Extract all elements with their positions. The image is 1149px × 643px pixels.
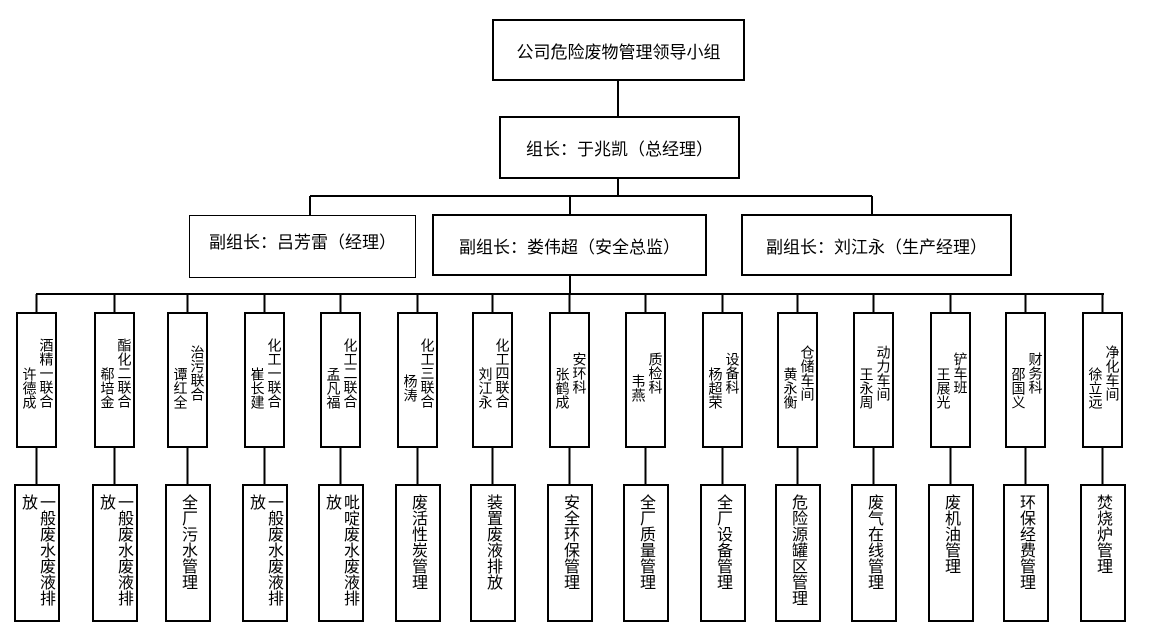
duty-box: 焚烧炉管理 <box>1080 484 1126 622</box>
dept-box: 王展光铲车班 <box>930 312 971 448</box>
dept-name: 化工三联合 <box>418 338 435 408</box>
person-name: 刘江永 <box>476 367 493 409</box>
duty-box: 危险源罐区管理 <box>775 484 821 622</box>
person-name: 韦燕 <box>629 374 646 402</box>
dept-box: 谭红全治污联合 <box>167 312 208 448</box>
person-name: 崔长建 <box>248 367 265 409</box>
duty-text: 全厂设备管理 <box>714 494 733 590</box>
dept-name: 化工一联合 <box>265 338 282 408</box>
person-name: 张鹤成 <box>553 367 570 409</box>
dept-box: 徐立远净化车间 <box>1082 312 1123 448</box>
person-name: 黄永衡 <box>781 367 798 409</box>
dept-box: 杨涛化工三联合 <box>397 312 438 448</box>
duty-box: 吡啶废水废液排放 <box>318 484 364 622</box>
dept-box: 杨超荣设备科 <box>702 312 743 448</box>
duty-box: 装置废液排放 <box>470 484 516 622</box>
person-name: 杨超荣 <box>706 367 723 409</box>
duty-text: 安全环保管理 <box>561 494 580 590</box>
dept-box: 王永周动力车间 <box>853 312 894 448</box>
dept-box: 韦燕质检科 <box>625 312 666 448</box>
dept-name: 治污联合 <box>188 345 205 401</box>
dept-name: 安环科 <box>570 352 587 394</box>
duty-text: 全厂污水管理 <box>179 494 198 590</box>
dept-name: 动力车间 <box>874 345 891 401</box>
person-name: 邵国义 <box>1009 367 1026 409</box>
person-name: 王永周 <box>857 367 874 409</box>
dept-name: 化工二联合 <box>341 338 358 408</box>
leader-label: 组长：于兆凯（总经理） <box>526 140 713 160</box>
top-group-title: 公司危险废物管理领导小组 <box>516 42 721 63</box>
dept-box: 郗培金酯化二联合 <box>94 312 135 448</box>
dept-name: 化工四联合 <box>493 338 510 408</box>
duty-box: 全厂污水管理 <box>165 484 211 622</box>
dept-name: 酒精一联合 <box>37 338 54 408</box>
dept-name: 质检科 <box>646 352 663 394</box>
dept-name: 铲车班 <box>951 352 968 394</box>
person-name: 许德成 <box>20 367 37 409</box>
dept-name: 净化车间 <box>1103 345 1120 401</box>
person-name: 郗培金 <box>98 367 115 409</box>
person-name: 王展光 <box>934 367 951 409</box>
duty-box: 一般废水废液排放 <box>242 484 288 622</box>
person-name: 孟凡福 <box>324 367 341 409</box>
deputy-label-1: 副组长：吕芳雷（经理） <box>209 233 396 253</box>
duty-text: 装置废液排放 <box>484 494 503 590</box>
person-name: 杨涛 <box>401 374 418 402</box>
duty-text: 焚烧炉管理 <box>1094 494 1113 574</box>
dept-box: 崔长建化工一联合 <box>244 312 285 448</box>
deputy-box-2: 副组长：娄伟超（安全总监） <box>432 214 707 276</box>
duty-box: 一般废水废液排放 <box>92 484 138 622</box>
dept-box: 孟凡福化工二联合 <box>320 312 361 448</box>
duty-text: 废机油管理 <box>942 494 961 574</box>
duty-text: 一般废水废液排放 <box>19 494 56 606</box>
top-group-box: 公司危险废物管理领导小组 <box>492 19 745 81</box>
deputy-box-1: 副组长：吕芳雷（经理） <box>189 215 416 278</box>
deputy-box-3: 副组长：刘江永（生产经理） <box>741 214 1012 276</box>
duty-text: 危险源罐区管理 <box>789 494 808 606</box>
duty-box: 安全环保管理 <box>547 484 593 622</box>
person-name: 徐立远 <box>1086 367 1103 409</box>
duty-box: 废活性炭管理 <box>395 484 441 622</box>
duty-text: 废气在线管理 <box>865 494 884 590</box>
deputy-label-2: 副组长：娄伟超（安全总监） <box>459 237 680 258</box>
dept-box: 许德成酒精一联合 <box>16 312 57 448</box>
duty-box: 废机油管理 <box>928 484 974 622</box>
dept-name: 设备科 <box>723 352 740 394</box>
duty-text: 一般废水废液排放 <box>247 494 284 606</box>
duty-text: 全厂质量管理 <box>637 494 656 590</box>
duty-text: 一般废水废液排放 <box>97 494 134 606</box>
dept-box: 张鹤成安环科 <box>549 312 590 448</box>
deputy-label-3: 副组长：刘江永（生产经理） <box>766 237 987 258</box>
duty-box: 一般废水废液排放 <box>14 484 60 622</box>
duty-text: 废活性炭管理 <box>409 494 428 590</box>
duty-box: 环保经费管理 <box>1003 484 1049 622</box>
dept-box: 邵国义财务科 <box>1005 312 1046 448</box>
dept-box: 刘江永化工四联合 <box>472 312 513 448</box>
dept-name: 酯化二联合 <box>115 338 132 408</box>
duty-box: 全厂质量管理 <box>623 484 669 622</box>
dept-box: 黄永衡仓储车间 <box>777 312 818 448</box>
duty-text: 吡啶废水废液排放 <box>323 494 360 606</box>
dept-name: 财务科 <box>1026 352 1043 394</box>
dept-name: 仓储车间 <box>798 345 815 401</box>
duty-box: 全厂设备管理 <box>700 484 746 622</box>
duty-text: 环保经费管理 <box>1017 494 1036 590</box>
person-name: 谭红全 <box>171 367 188 409</box>
leader-box: 组长：于兆凯（总经理） <box>499 116 740 179</box>
duty-box: 废气在线管理 <box>851 484 897 622</box>
